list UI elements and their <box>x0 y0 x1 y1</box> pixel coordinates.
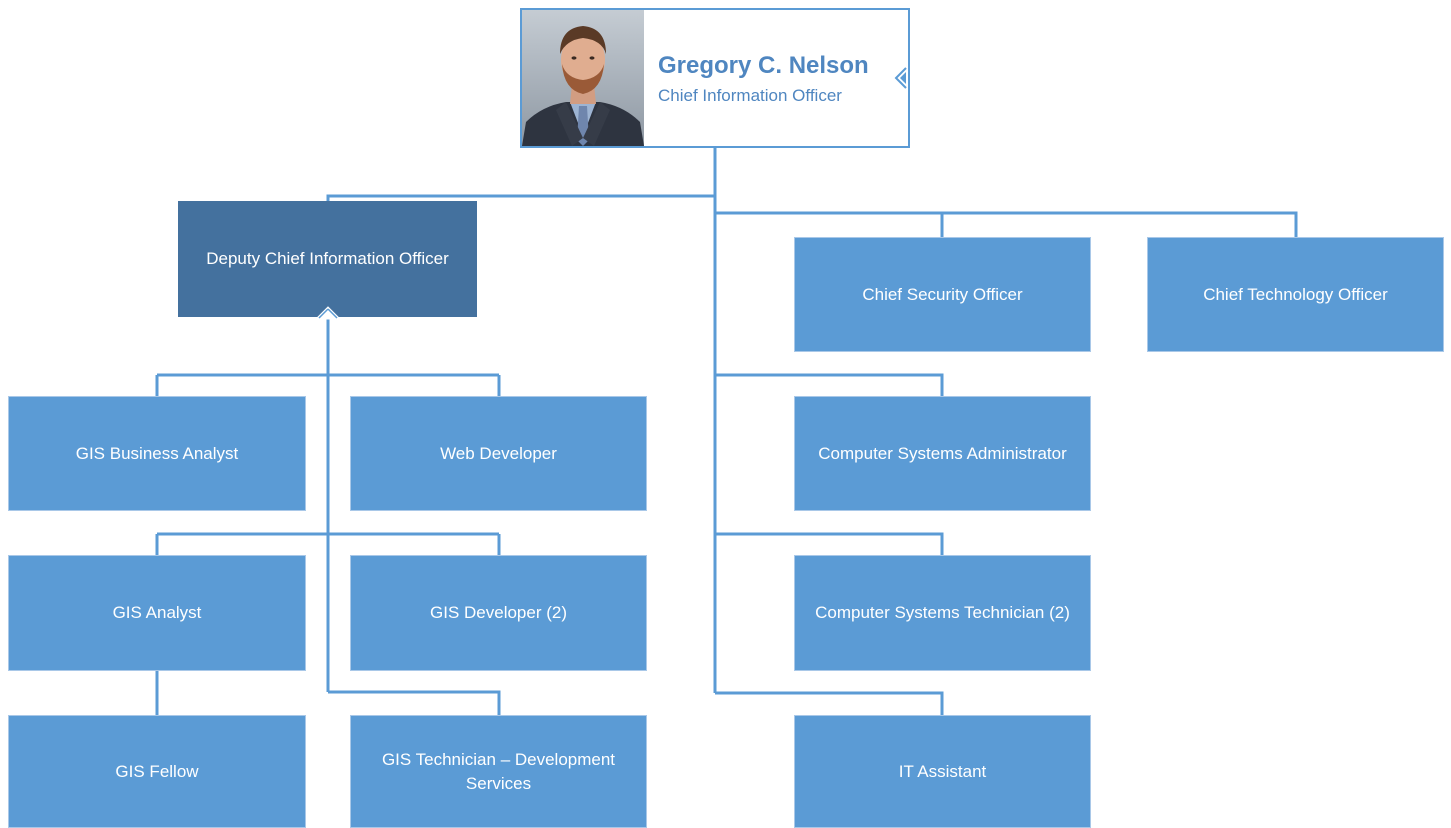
position-it-assistant[interactable]: IT Assistant <box>794 715 1091 828</box>
position-web-developer[interactable]: Web Developer <box>350 396 647 511</box>
position-label: GIS Analyst <box>112 603 202 622</box>
connector-cio-admin <box>715 373 944 397</box>
portrait-photo <box>522 10 644 146</box>
position-computer-systems-technician[interactable]: Computer Systems Technician (2) <box>794 555 1091 671</box>
position-label: Computer Systems Technician (2) <box>815 603 1070 622</box>
connector-cio-technician <box>715 532 944 556</box>
connector-cio-deputy <box>326 194 715 202</box>
connector-cio-it-assistant <box>715 691 944 716</box>
cio-card[interactable]: Gregory C. Nelson Chief Information Offi… <box>520 8 910 148</box>
position-deputy-cio[interactable]: Deputy Chief Information Officer <box>178 201 477 317</box>
position-label: GIS Business Analyst <box>75 443 239 463</box>
position-label: IT Assistant <box>898 761 987 781</box>
position-label: GIS Developer (2) <box>430 603 567 622</box>
position-gis-technician[interactable]: GIS Technician – Development Services <box>350 715 647 828</box>
cio-title: Chief Information Officer <box>658 86 842 105</box>
connector-cio-chiefs <box>715 211 1298 238</box>
position-label: Deputy Chief Information Officer <box>206 249 449 268</box>
position-label: Chief Security Officer <box>862 284 1023 304</box>
cio-name: Gregory C. Nelson <box>658 52 869 79</box>
position-label: Web Developer <box>440 443 557 463</box>
position-computer-systems-administrator[interactable]: Computer Systems Administrator <box>794 396 1091 511</box>
collapse-arrow-icon[interactable] <box>892 66 910 90</box>
position-gis-fellow[interactable]: GIS Fellow <box>8 715 306 828</box>
position-chief-technology-officer[interactable]: Chief Technology Officer <box>1147 237 1444 352</box>
connector-deputy-row2 <box>155 532 501 556</box>
position-label: GIS Technician – Development Services <box>381 749 616 793</box>
position-label: Chief Technology Officer <box>1203 284 1388 304</box>
expand-arrow-icon[interactable] <box>315 304 341 320</box>
portrait-photo-graphic <box>522 10 644 146</box>
position-gis-analyst[interactable]: GIS Analyst <box>8 555 306 671</box>
connector-deputy-row1 <box>155 373 501 397</box>
position-gis-business-analyst[interactable]: GIS Business Analyst <box>8 396 306 511</box>
connector-deputy-gis-technician <box>328 690 501 716</box>
position-label: GIS Fellow <box>115 761 199 781</box>
position-label: Computer Systems Administrator <box>818 443 1067 463</box>
position-chief-security-officer[interactable]: Chief Security Officer <box>794 237 1091 352</box>
position-gis-developer[interactable]: GIS Developer (2) <box>350 555 647 671</box>
